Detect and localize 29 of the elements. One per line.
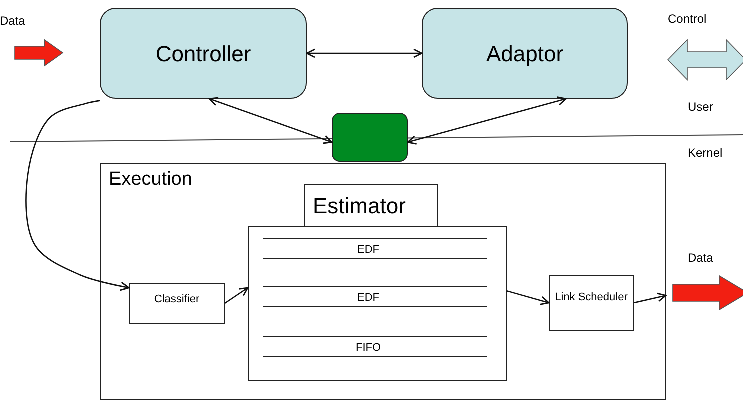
box-label: Controller bbox=[154, 40, 252, 66]
queue-label: FIFO bbox=[354, 341, 382, 355]
process-box bbox=[549, 275, 634, 331]
process-box bbox=[100, 8, 307, 99]
layer-label: User bbox=[688, 100, 714, 114]
execution-panel bbox=[100, 163, 666, 400]
tool-box bbox=[332, 113, 408, 162]
box-label: Estimator bbox=[313, 192, 407, 218]
arrow-caption: Data bbox=[0, 14, 26, 28]
queue-label: EDF bbox=[356, 291, 380, 305]
layer-label: Kernel bbox=[688, 146, 723, 160]
box-label: Classifier bbox=[153, 293, 201, 306]
process-box bbox=[129, 283, 225, 324]
process-box bbox=[422, 8, 628, 99]
arrow-caption: Data bbox=[688, 251, 714, 265]
box-label: Adaptor bbox=[485, 40, 565, 66]
arrow bbox=[26, 100, 130, 292]
arrow bbox=[634, 292, 667, 304]
panel-heading: Execution bbox=[109, 169, 192, 191]
queue-box bbox=[248, 226, 507, 381]
arrow bbox=[209, 97, 333, 144]
arrow bbox=[224, 287, 249, 304]
arrow bbox=[407, 96, 567, 145]
box-label: Link Scheduler bbox=[554, 291, 629, 304]
process-box bbox=[304, 184, 438, 227]
arrow bbox=[306, 48, 423, 58]
arrow bbox=[506, 290, 550, 306]
queue-label: EDF bbox=[356, 243, 380, 257]
arrow-caption: Control bbox=[668, 12, 707, 26]
